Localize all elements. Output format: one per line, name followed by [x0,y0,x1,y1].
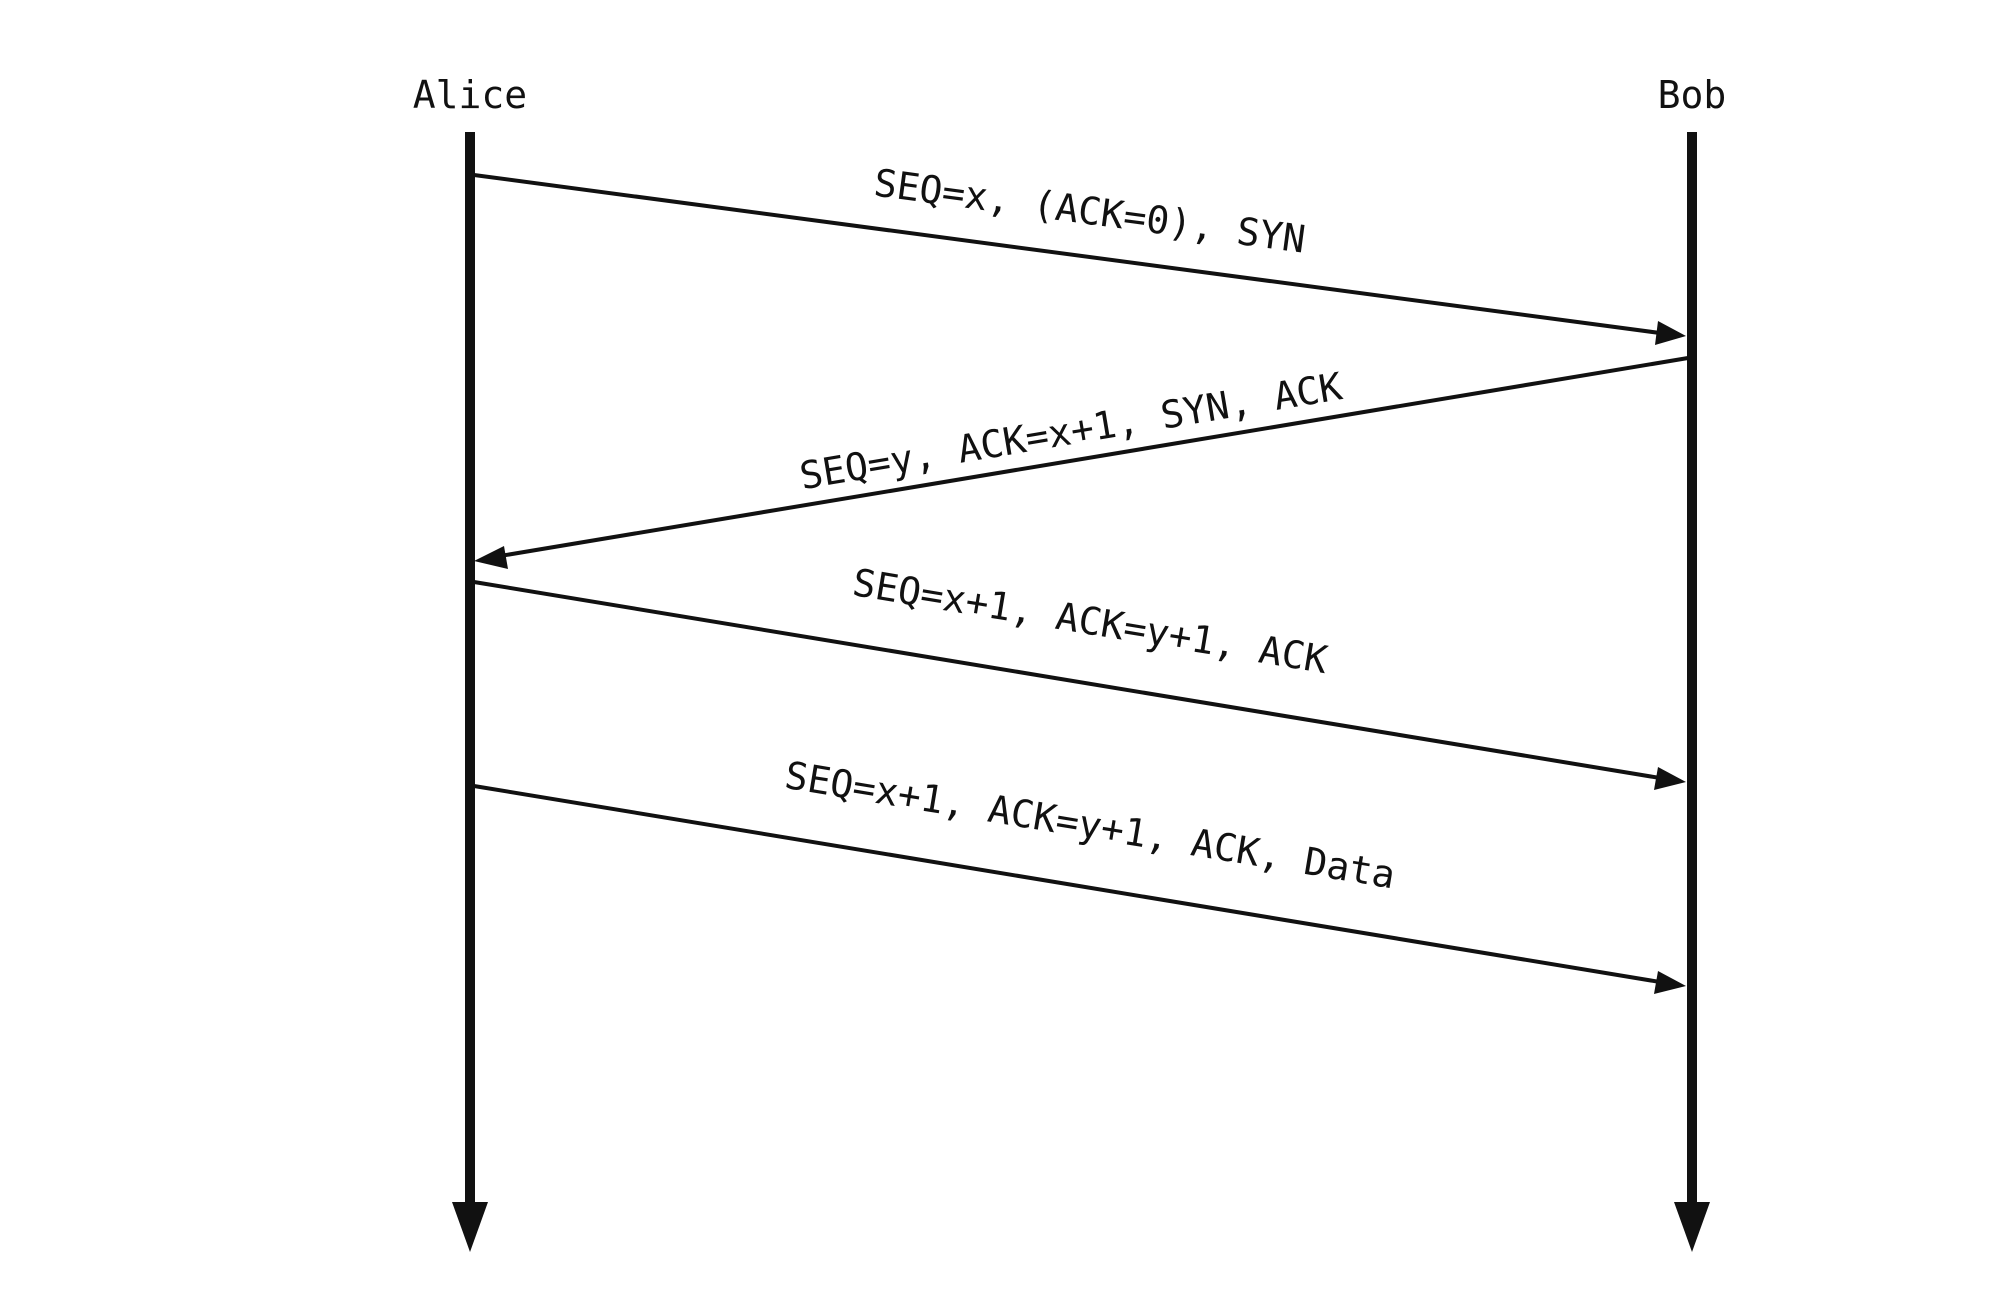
message-4-arrowhead [1654,971,1686,994]
message-2-line [499,356,1689,558]
message-3: SEQ=x+1, ACK=y+1, ACK [473,560,1686,790]
message-3-line [473,580,1661,780]
message-1-arrowhead [1655,321,1686,345]
message-1-line [473,173,1661,335]
message-3-arrowhead [1654,767,1686,790]
message-2-label: SEQ=y, ACK=x+1, SYN, ACK [796,364,1345,498]
message-1: SEQ=x, (ACK=0), SYN [473,161,1686,345]
participant-label-alice: Alice [413,73,527,117]
lifeline-alice-arrowhead [452,1202,488,1252]
message-2-arrowhead [474,546,508,569]
message-1-label: SEQ=x, (ACK=0), SYN [871,161,1308,262]
message-4: SEQ=x+1, ACK=y+1, ACK, Data [473,753,1686,994]
message-4-label: SEQ=x+1, ACK=y+1, ACK, Data [782,753,1399,897]
message-3-label: SEQ=x+1, ACK=y+1, ACK [850,560,1331,682]
lifeline-bob-arrowhead [1674,1202,1710,1252]
message-2: SEQ=y, ACK=x+1, SYN, ACK [474,356,1689,569]
participant-label-bob: Bob [1658,73,1727,117]
message-4-line [473,784,1661,984]
